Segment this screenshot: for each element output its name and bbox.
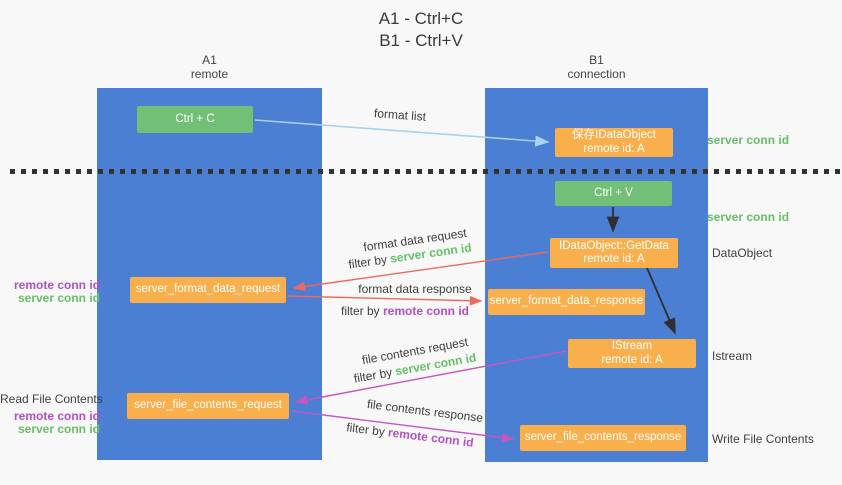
save-dataobject-line2: remote id: A	[583, 142, 645, 155]
write-file-contents-label: Write File Contents	[712, 432, 814, 446]
file-left-conn-ids: remote conn id server conn id	[0, 410, 100, 436]
filter-by-prefix: filter by	[345, 420, 390, 440]
format-response-filter-label: filter by remote conn id	[330, 304, 480, 318]
filter-remote-conn-id: remote conn id	[387, 425, 475, 450]
istream-node: IStream remote id: A	[568, 339, 696, 368]
phase-separator-dotted-line	[10, 169, 842, 174]
format-data-response-arrow-label: format data response	[358, 282, 472, 296]
server-format-data-request-label: server_format_data_request	[135, 283, 281, 296]
file-server-conn-id-label: server conn id	[17, 422, 100, 436]
file-contents-response-arrow-label: file contents response	[366, 396, 484, 426]
save-dataobject-line1: 保存IDataObject	[572, 129, 656, 141]
b1-name: B1	[589, 53, 604, 67]
server-file-contents-request-node: server_file_contents_request	[127, 393, 289, 419]
b1-subtitle: connection	[567, 67, 626, 81]
diagram-title: A1 - Ctrl+C B1 - Ctrl+V	[0, 8, 842, 52]
ctrl-v-node: Ctrl + V	[555, 181, 672, 206]
server-file-contents-response-node: server_file_contents_response	[520, 425, 686, 451]
getdata-line2: remote id: A	[583, 253, 645, 265]
title-line-1: A1 - Ctrl+C	[378, 9, 464, 28]
a1-subtitle: remote	[190, 67, 229, 81]
format-remote-conn-id-label: remote conn id	[13, 278, 100, 292]
istream-line1: IStream	[611, 340, 653, 352]
format-left-conn-ids: remote conn id server conn id	[0, 279, 100, 305]
server-format-data-response-label: server_format_data_response	[489, 295, 644, 308]
save-dataobject-node: 保存IDataObject remote id: A	[555, 128, 673, 157]
column-header-a1: A1 remote	[97, 53, 322, 81]
server-file-contents-request-label: server_file_contents_request	[134, 399, 282, 412]
server-format-data-response-node: server_format_data_response	[488, 289, 645, 315]
format-server-conn-id-label: server conn id	[17, 291, 100, 305]
ctrl-c-label: Ctrl + C	[175, 112, 215, 125]
server-file-contents-response-label: server_file_contents_response	[524, 431, 682, 444]
server-format-data-request-node: server_format_data_request	[130, 277, 286, 303]
read-file-contents-label: Read File Contents	[0, 392, 103, 406]
ctrl-v-label: Ctrl + V	[594, 186, 633, 199]
getdata-node: IDataObject::GetData remote id: A	[550, 238, 678, 268]
file-response-filter-label: filter by remote conn id	[335, 419, 486, 451]
a1-name: A1	[202, 53, 217, 67]
server-conn-id-label-top: server conn id	[707, 133, 790, 147]
file-remote-conn-id-label: remote conn id	[13, 409, 100, 423]
title-line-2: B1 - Ctrl+V	[379, 31, 463, 50]
istream-line2: remote id: A	[601, 353, 663, 366]
dataobject-label: DataObject	[712, 246, 773, 260]
ctrl-c-node: Ctrl + C	[137, 106, 253, 133]
format-list-arrow-label: format list	[373, 106, 427, 124]
istream-side-label: Istream	[712, 349, 753, 363]
filter-by-prefix: filter by	[340, 304, 383, 318]
filter-remote-conn-id: remote conn id	[383, 304, 470, 318]
getdata-line1: IDataObject::GetData	[559, 239, 669, 252]
column-header-b1: B1 connection	[485, 53, 708, 81]
server-conn-id-label-mid: server conn id	[707, 210, 790, 224]
